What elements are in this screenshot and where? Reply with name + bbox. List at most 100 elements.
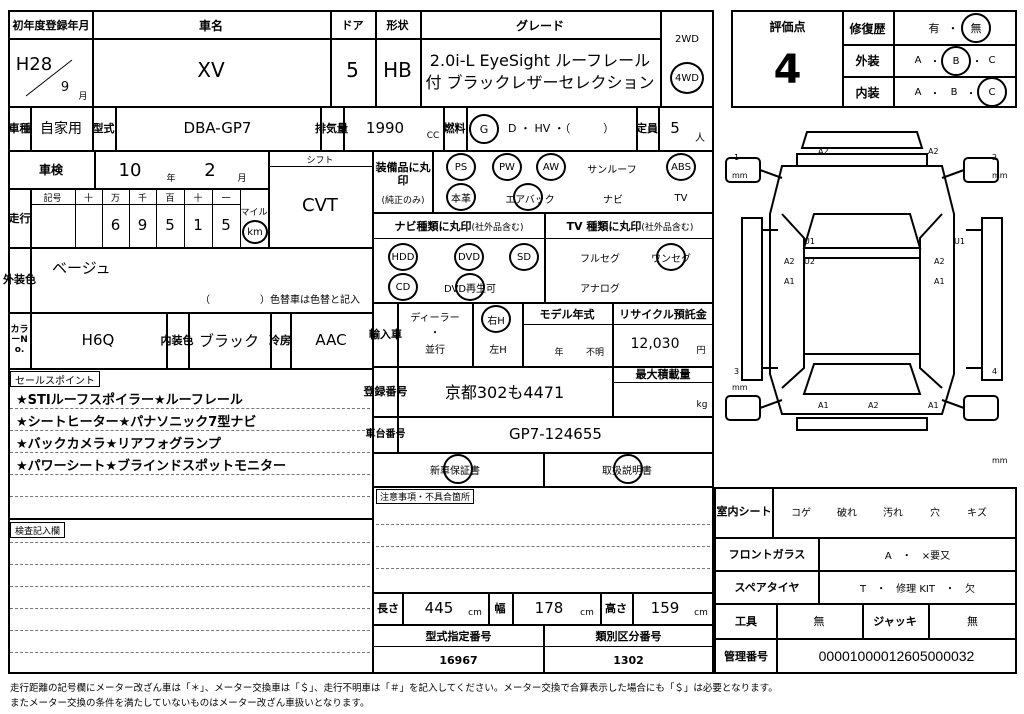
repair-yes: 有 bbox=[928, 22, 940, 35]
width: 178 bbox=[534, 599, 564, 617]
grade-label: グレード bbox=[515, 18, 564, 33]
import-right-hand-circled: 右H bbox=[481, 305, 511, 333]
chassis-label: 車台番号 bbox=[365, 428, 406, 440]
equip-ps-circled: PS bbox=[446, 153, 476, 181]
footer-note-1: 走行距離の記号欄にメーター改ざん車は「＊」、メーター交換車は「＄」、走行不明車は… bbox=[10, 683, 778, 694]
displacement-label: 排気量 bbox=[315, 122, 348, 136]
grade-line2: 付 ブラックレザーセレクション bbox=[425, 73, 655, 92]
registration-number: 京都302も4471 bbox=[444, 383, 565, 402]
manual-circle bbox=[613, 454, 643, 484]
mileage-digit-3: 5 bbox=[165, 216, 175, 234]
displacement: 1990 bbox=[365, 119, 405, 137]
model-label: 型式 bbox=[92, 122, 115, 136]
mark-a2-left-door: A2 bbox=[784, 257, 795, 266]
warranty-circle bbox=[443, 454, 473, 484]
equip-airbag-circle bbox=[513, 183, 543, 211]
exterior-label: 外装 bbox=[855, 53, 880, 68]
usage: 自家用 bbox=[40, 121, 82, 137]
nav-label: ナビ種類に丸印(社外品含む) bbox=[394, 220, 524, 233]
shift: CVT bbox=[302, 194, 338, 216]
score-value: 4 bbox=[773, 47, 802, 93]
model-year-label: モデル年式 bbox=[539, 308, 595, 321]
type-number-label: 型式指定番号 bbox=[425, 630, 492, 643]
mark-a1-left: A1 bbox=[784, 277, 795, 286]
equipment-label: 装備品に丸印 bbox=[375, 160, 431, 187]
interior-color-label: 内装色 bbox=[160, 334, 194, 348]
body-damage-diagram: A2 A2 U1 U1 A2 U2 A2 A1 A1 A1 A2 A1 1 2 … bbox=[725, 131, 1008, 465]
fuel-gasoline-circled: G bbox=[469, 114, 499, 144]
shift-label: シフト bbox=[306, 155, 334, 166]
tv-oneseg-circle bbox=[656, 243, 686, 271]
mark-u1-left: U1 bbox=[804, 237, 815, 246]
fuel-label: 燃料 bbox=[443, 122, 466, 136]
sales-line-4: ★パワーシート★ブラインドスポットモニター bbox=[16, 458, 287, 474]
mileage-digit-5: 5 bbox=[221, 216, 231, 234]
spare-tire-value: T ・ 修理 KIT ・ 欠 bbox=[860, 583, 975, 595]
width-label: 幅 bbox=[494, 602, 506, 615]
svg-text:4: 4 bbox=[992, 367, 997, 376]
svg-text:mm: mm bbox=[732, 171, 748, 180]
svg-text:mm: mm bbox=[992, 171, 1008, 180]
interior-grade-circled: C bbox=[977, 77, 1007, 107]
class-number: 1302 bbox=[613, 653, 644, 667]
equip-pw-circled: PW bbox=[492, 153, 522, 181]
color-no: H6Q bbox=[81, 331, 115, 349]
mile-label: マイル bbox=[240, 207, 268, 218]
mileage-digit-1: 6 bbox=[110, 216, 121, 234]
score-label: 評価点 bbox=[769, 19, 806, 34]
reg-year-label: 初年度登録年月 bbox=[12, 19, 90, 32]
name-label: 車名 bbox=[198, 18, 223, 33]
mark-u2-left-door: U2 bbox=[804, 257, 815, 266]
exterior-color-note: （ ）色替車は色替と記入 bbox=[200, 294, 360, 306]
nav-hdd-circled: HDD bbox=[388, 243, 418, 271]
type-number: 16967 bbox=[439, 653, 478, 667]
mark-a2-front-right: A2 bbox=[928, 147, 939, 156]
tools-value: 無 bbox=[813, 615, 825, 628]
interior-color: ブラック bbox=[198, 331, 259, 350]
mileage-label: 走行 bbox=[8, 211, 31, 225]
nav-cd-circled: CD bbox=[388, 273, 418, 301]
svg-text:1: 1 bbox=[734, 153, 739, 162]
nav-sd-circled: SD bbox=[509, 243, 539, 271]
ac: AAC bbox=[315, 331, 347, 349]
car-name: XV bbox=[197, 58, 225, 82]
seat-label: 室内シート bbox=[716, 505, 772, 519]
capacity: 5 bbox=[670, 119, 680, 137]
windshield-value: A ・ ×要又 bbox=[884, 550, 951, 562]
mileage-sign-label: 記号 bbox=[43, 193, 62, 204]
sales-line-2: ★シートヒーター★パナソニック7型ナビ bbox=[16, 414, 257, 430]
height-label: 高さ bbox=[605, 602, 627, 615]
tv-analog: アナログ bbox=[580, 283, 620, 295]
jack-label: ジャッキ bbox=[873, 615, 917, 628]
management-number: 00001000012605000032 bbox=[818, 648, 975, 664]
mark-a2-front-left: A2 bbox=[818, 147, 829, 156]
max-load-label: 最大積載量 bbox=[635, 368, 691, 381]
recycle-fee: 12,030 bbox=[630, 336, 680, 352]
height: 159 bbox=[650, 599, 680, 617]
exterior-color: ベージュ bbox=[52, 258, 111, 277]
grade-line1: 2.0i-L EyeSight ルーフレール bbox=[429, 51, 651, 70]
shape: HB bbox=[383, 58, 412, 82]
notes-label: 注意事項・不具合箇所 bbox=[376, 489, 475, 504]
repair-label: 修復歴 bbox=[849, 21, 886, 36]
tools-label: 工具 bbox=[735, 615, 757, 628]
svg-text:3: 3 bbox=[734, 367, 739, 376]
interior-label: 内装 bbox=[855, 85, 880, 100]
equip-abs-circled: ABS bbox=[666, 153, 696, 181]
reg-month: 9 bbox=[60, 79, 70, 95]
interior-frame bbox=[714, 487, 1017, 674]
management-label: 管理番号 bbox=[724, 650, 768, 663]
import-label: 輸入車 bbox=[369, 328, 402, 342]
spare-tire-label: スペアタイヤ bbox=[734, 581, 800, 594]
import-parallel: 並行 bbox=[425, 344, 445, 356]
mark-u1-right: U1 bbox=[954, 237, 965, 246]
class-number-label: 類別区分番号 bbox=[595, 630, 662, 643]
equip-aw-circled: AW bbox=[536, 153, 566, 181]
chassis-number: GP7-124655 bbox=[509, 425, 602, 443]
mileage-digit-4: 1 bbox=[193, 216, 203, 234]
nav-dvd-circled: DVD bbox=[454, 243, 484, 271]
mark-a1-rear-right: A1 bbox=[928, 401, 939, 410]
recycle-label: リサイクル預託金 bbox=[619, 308, 707, 321]
length: 445 bbox=[424, 599, 454, 617]
ac-label: 冷房 bbox=[269, 334, 291, 348]
